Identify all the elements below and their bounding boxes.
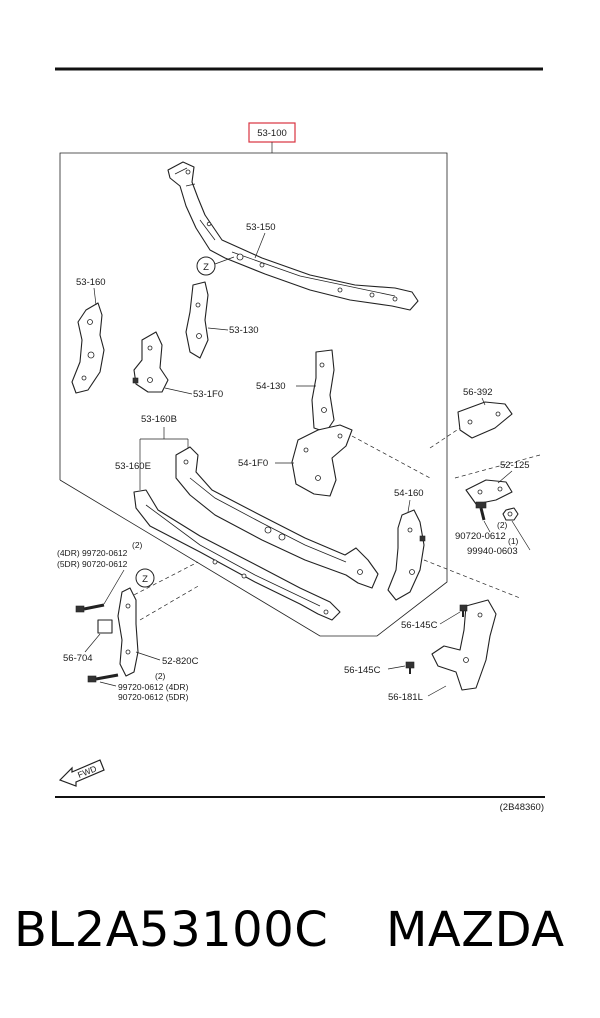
label-qty-right-1: (1) [508,536,519,546]
label-qty-right-2: (2) [497,520,508,530]
detail-marker-label-lower: Z [142,574,148,585]
label-qty-left-bottom: (2) [155,671,166,681]
label-52-820C: 52-820C [162,656,199,667]
part-56-392 [457,401,513,439]
part-53-1F0 [132,331,169,393]
label-bolt-5dr-top: (5DR) 90720-0612 [57,559,128,569]
label-56-181L: 56-181L [388,692,423,703]
part-53-160B [175,446,379,589]
figure-code: (2B48360) [500,802,544,813]
label-56-704: 56-704 [63,653,93,664]
assembly-boundary [59,152,448,637]
label-53-160: 53-160 [76,277,106,288]
label-53-150: 53-150 [246,222,276,233]
part-53-160E [133,489,341,621]
part-56-181L [431,599,497,691]
part-56-704 [97,619,113,634]
main-assembly-label: 53-100 [257,128,287,139]
label-54-130: 54-130 [256,381,286,392]
label-90720-0612-right: 90720-0612 [455,531,506,542]
brand-name: MAZDA [386,902,565,958]
label-54-160: 54-160 [394,488,424,499]
label-54-1F0: 54-1F0 [238,458,268,469]
label-53-130: 53-130 [229,325,259,336]
bolt-90720-0612-right [475,501,487,521]
part-54-1F0 [291,424,353,497]
nut-99940-0603-right [502,507,519,521]
label-53-160B: 53-160B [141,414,177,425]
part-53-160 [71,302,105,394]
clip-56-145C-top [459,604,468,617]
label-bolt-5dr-bottom: 90720-0612 (5DR) [118,692,189,702]
label-bolt-4dr-bottom: 99720-0612 (4DR) [118,682,189,692]
bolt-upper-left [75,603,105,613]
part-number: BL2A53100C [14,902,329,958]
label-56-145C-bottom: 56-145C [344,665,381,676]
part-53-150 [167,161,419,311]
clip-56-145C-bottom [405,661,415,674]
label-99940-0603-right: 99940-0603 [467,546,518,557]
label-56-392: 56-392 [463,387,493,398]
part-53-130 [185,281,209,359]
part-54-130 [311,349,335,433]
detail-marker-circle [196,256,216,276]
label-56-145C-top: 56-145C [401,620,438,631]
label-53-1F0: 53-1F0 [193,389,223,400]
label-53-160E: 53-160E [115,461,151,472]
caption: BL2A53100C MAZDA [0,902,600,972]
label-bolt-4dr-top: (4DR) 99720-0612 [57,548,128,558]
part-52-820C [117,587,139,677]
bolt-lower-left [87,673,119,683]
part-54-160 [387,509,426,601]
part-52-125 [465,479,513,505]
detail-marker-label: Z [203,262,209,273]
forward-arrow-icon: FWD [58,759,105,787]
label-52-125: 52-125 [500,460,530,471]
detail-marker-circle-lower [135,568,155,588]
label-qty-left-top: (2) [132,540,143,550]
